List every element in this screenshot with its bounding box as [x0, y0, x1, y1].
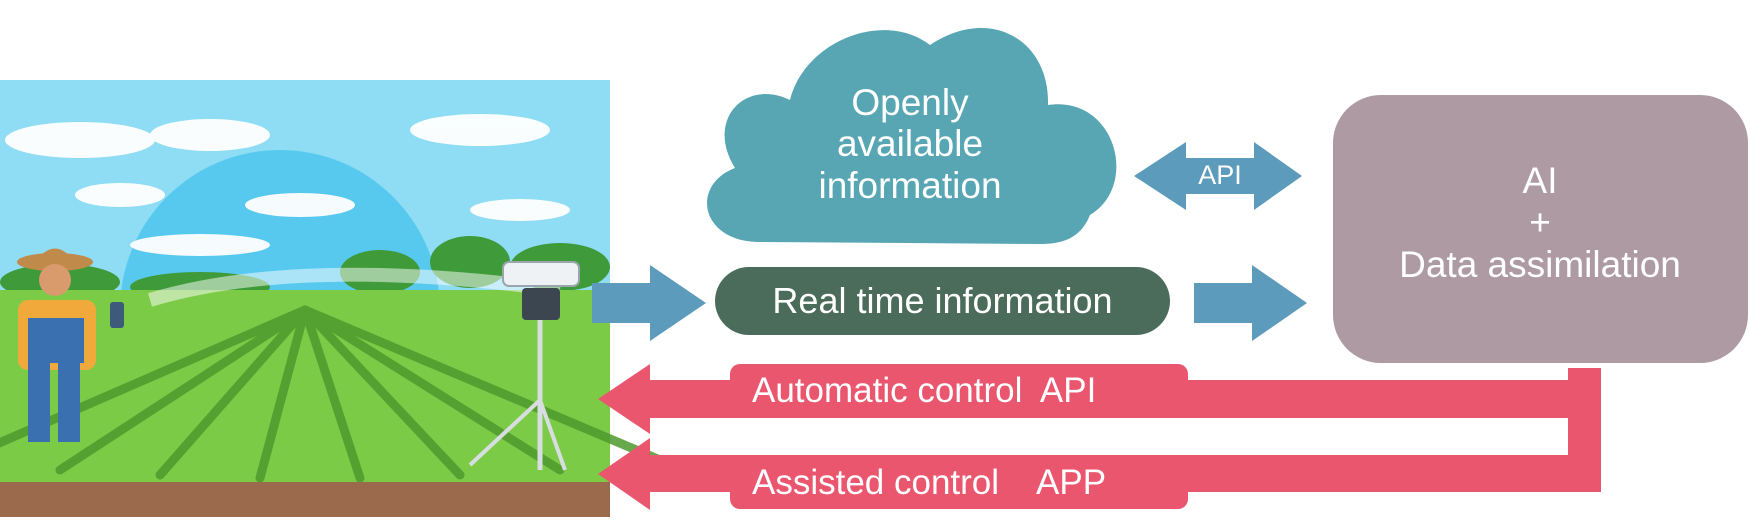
- real-time-information-pill: [715, 267, 1170, 335]
- cloud-label: Openly available information: [760, 82, 1060, 206]
- openly-available-information-cloud: [707, 28, 1117, 244]
- cloud-label-line: information: [818, 164, 1002, 206]
- automatic-control-arrowhead: [598, 364, 650, 434]
- soil: [0, 482, 610, 517]
- assisted-control-arrowhead: [598, 438, 650, 510]
- assisted-control-label-box: [730, 457, 1188, 509]
- ai-box-label: AI + Data assimilation: [1345, 160, 1735, 287]
- crop-rows: [0, 305, 665, 483]
- sensor-station: [468, 261, 580, 471]
- cloud-label-line: Openly: [851, 82, 969, 123]
- api-arrow-label: API: [1198, 160, 1242, 190]
- assisted-control-label: Assisted control APP: [752, 463, 1107, 502]
- irrigation-spray: [147, 267, 561, 307]
- realtime-to-ai-arrow: [1194, 265, 1307, 341]
- automatic-control-label: Automatic control API: [752, 371, 1097, 410]
- cloud-label-line: available: [836, 123, 984, 165]
- farmer-figure: [17, 248, 124, 442]
- control-loop-arrows: [598, 364, 1601, 510]
- automatic-control-label-box: [730, 364, 1188, 416]
- real-time-information-label: Real time information: [772, 280, 1113, 321]
- ai-box-label-line: Data assimilation: [1399, 244, 1681, 286]
- clouds-illustration: [5, 114, 570, 256]
- ai-data-assimilation-box: [1333, 95, 1748, 363]
- ai-box-label-line: AI: [1522, 160, 1558, 201]
- api-double-arrow: [1134, 142, 1302, 210]
- ai-box-label-line: +: [1529, 202, 1551, 244]
- scene-to-realtime-arrow: [592, 265, 706, 341]
- farm-scene-illustration: [0, 80, 665, 517]
